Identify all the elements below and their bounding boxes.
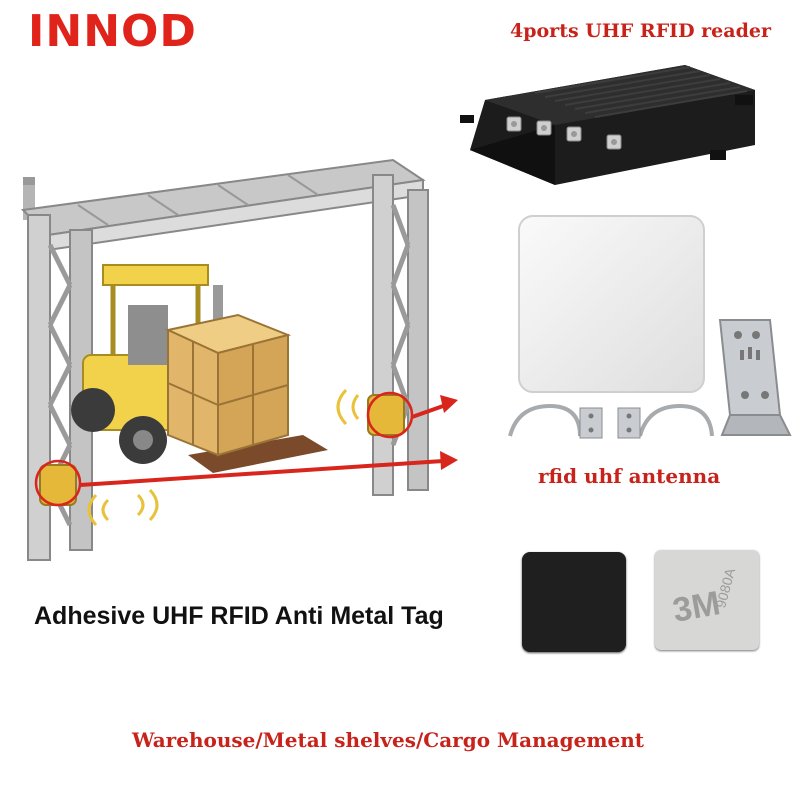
liner-code-print: 9080A bbox=[712, 566, 739, 610]
anti-metal-tag-front bbox=[522, 552, 626, 652]
adhesive-liner-back: 3M 9080A bbox=[655, 550, 759, 650]
uhf-antenna-image bbox=[518, 215, 705, 393]
rfid-gate-illustration bbox=[20, 158, 458, 561]
footer-caption: Warehouse/Metal shelves/Cargo Management bbox=[132, 728, 644, 752]
mounting-hardware-image bbox=[508, 403, 714, 439]
tag-title: Adhesive UHF RFID Anti Metal Tag bbox=[34, 602, 444, 630]
antenna-label: rfid uhf antenna bbox=[538, 464, 721, 488]
rfid-reader-image bbox=[460, 65, 755, 185]
brand-logo: INNOD bbox=[28, 6, 197, 57]
reader-title: 4ports UHF RFID reader bbox=[510, 20, 771, 42]
mounting-bracket-image bbox=[718, 319, 792, 436]
